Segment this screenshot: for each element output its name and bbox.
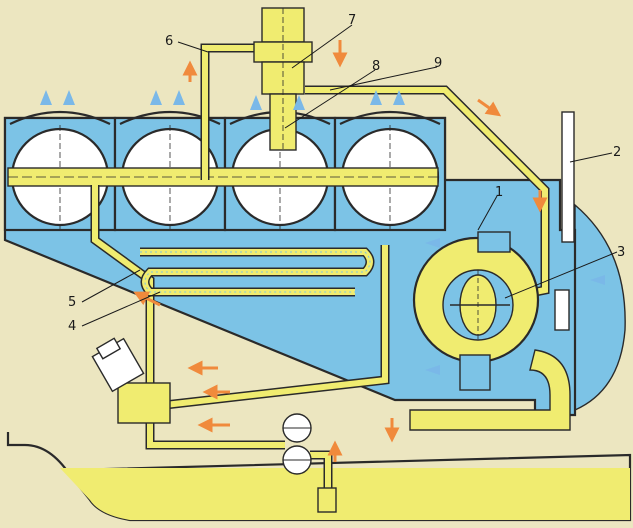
coolant-outlet-pipe	[409, 349, 571, 431]
oil-cooler-coil	[140, 247, 375, 297]
water-pump	[412, 236, 540, 391]
thermostat	[477, 231, 511, 253]
coolant-flow-arrows	[40, 90, 605, 375]
callout-4: 4	[68, 319, 76, 334]
callout-2: 2	[613, 145, 621, 160]
injector	[253, 7, 313, 151]
callout-9: 9	[434, 56, 442, 71]
oil-pan	[6, 432, 632, 522]
oil-filter	[91, 337, 171, 424]
callout-8: 8	[372, 59, 380, 74]
oil-pump	[282, 413, 337, 513]
callout-1: 1	[495, 185, 503, 200]
oil-flow-arrows	[133, 40, 548, 462]
oil-in-pan	[60, 468, 630, 520]
callout-5: 5	[68, 295, 76, 310]
callout-6: 6	[165, 34, 173, 49]
fan-shroud	[574, 203, 626, 412]
callout-3: 3	[617, 245, 625, 260]
callout-leaders	[81, 24, 618, 327]
callout-7: 7	[348, 13, 356, 28]
fan-shaft	[554, 111, 575, 331]
